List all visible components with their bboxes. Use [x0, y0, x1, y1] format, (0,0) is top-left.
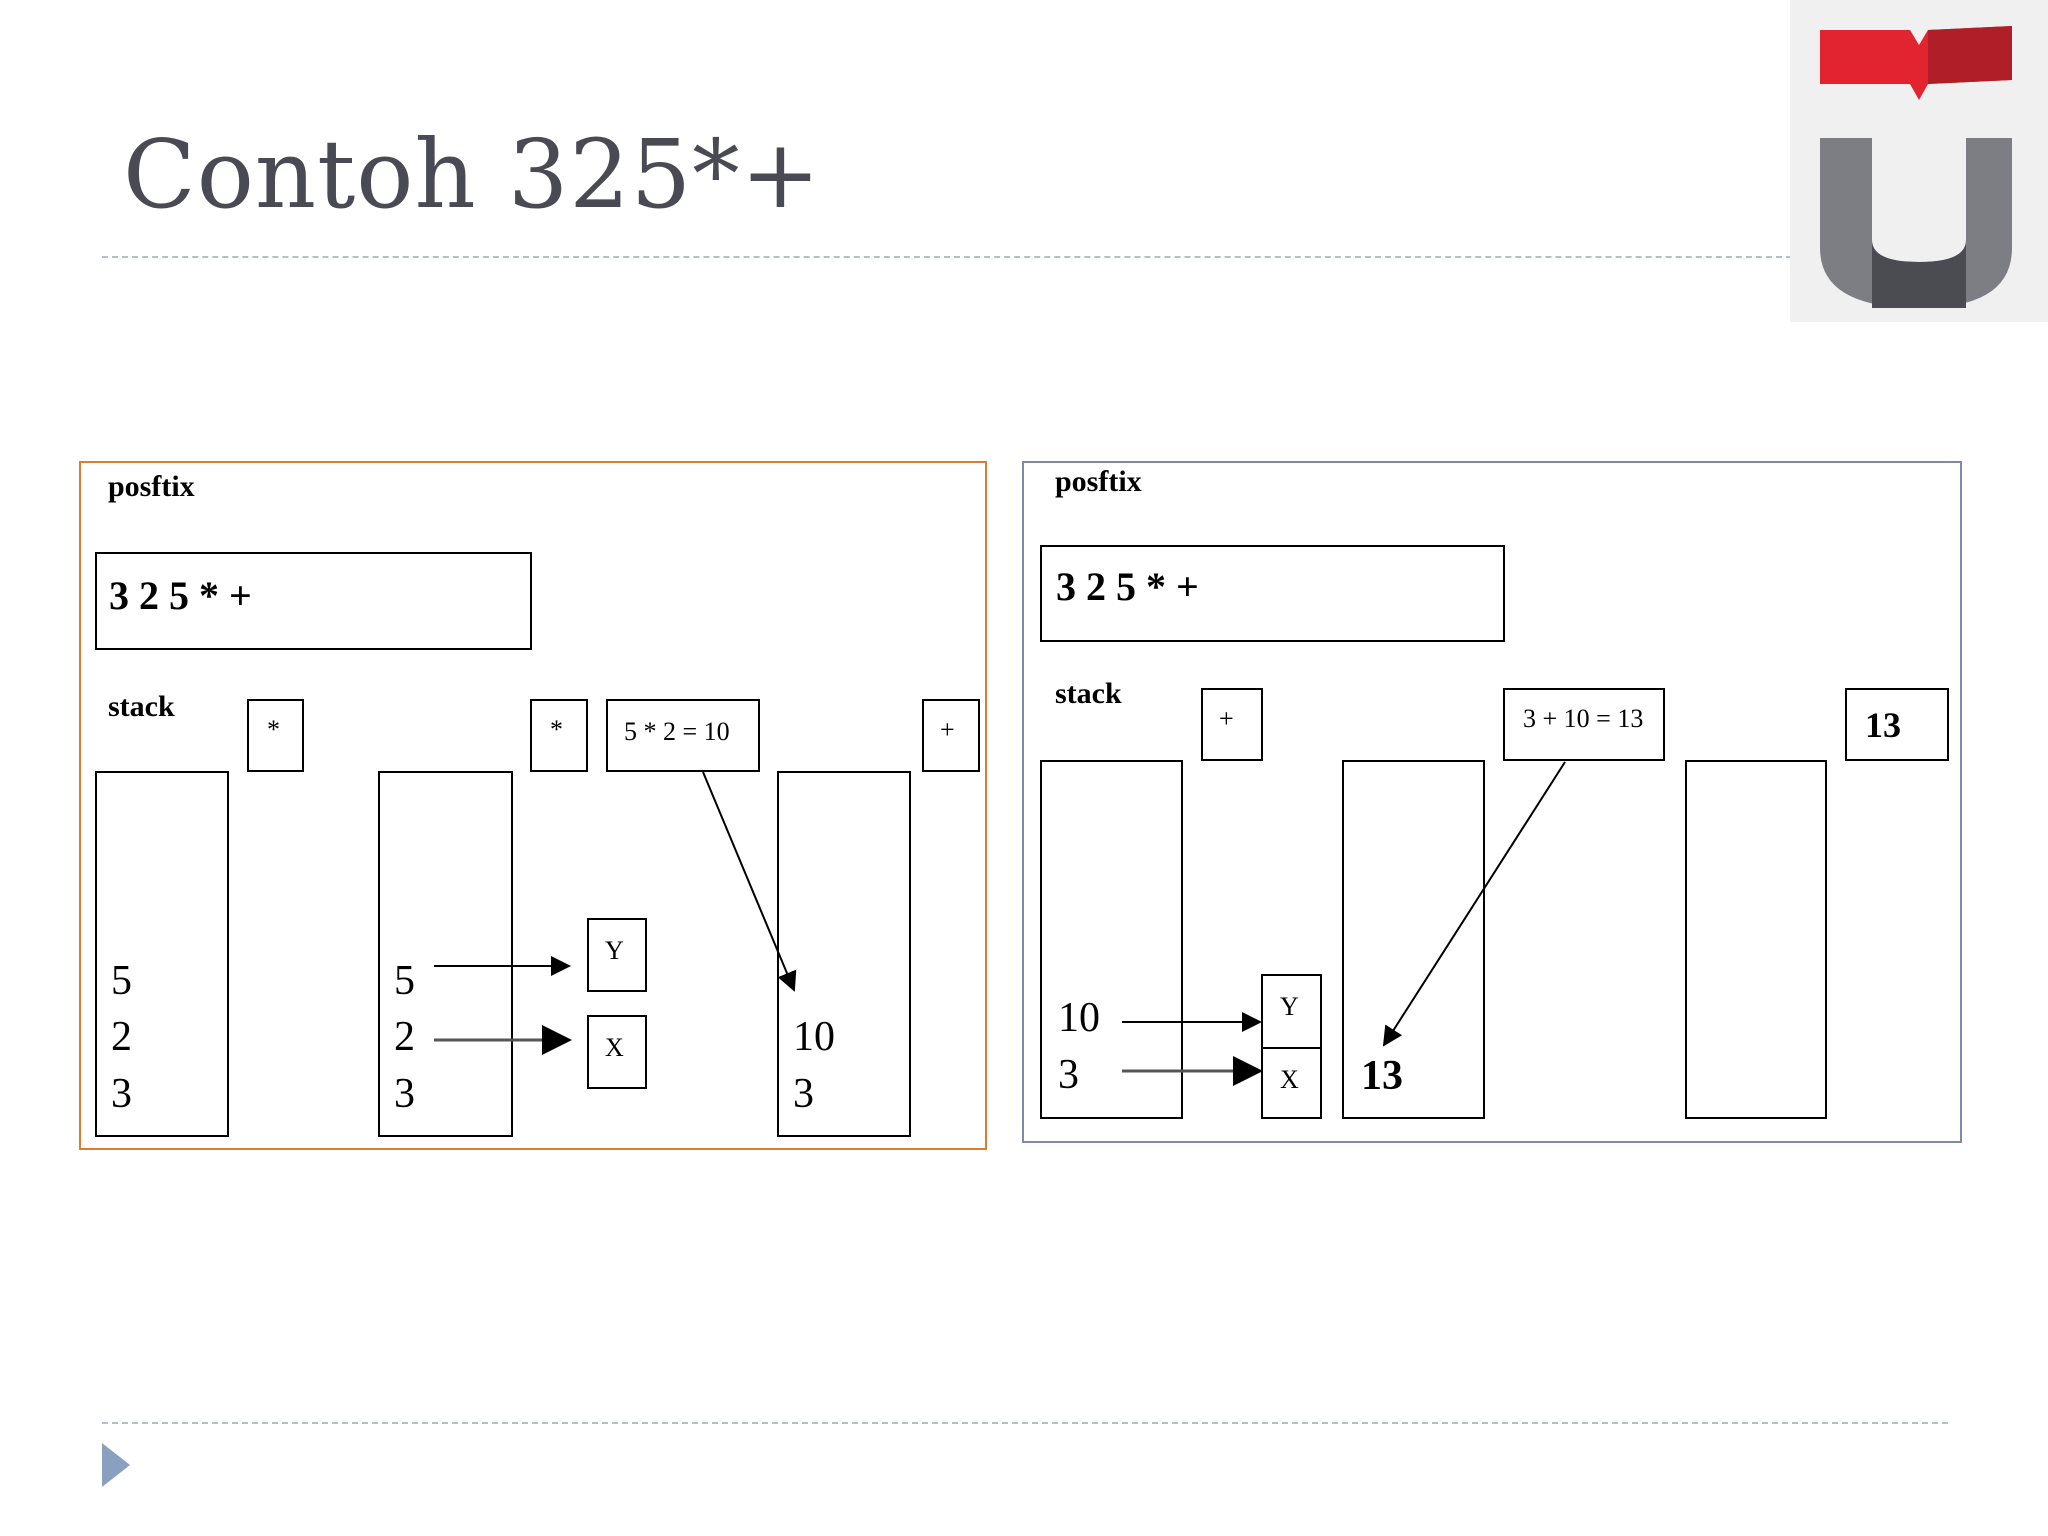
bullet-triangle-icon	[102, 1443, 130, 1487]
calculation-text: 5 * 2 = 10	[624, 717, 730, 746]
stack-value: 3	[793, 1071, 814, 1117]
y-operand-box: Y	[1261, 974, 1322, 1049]
stack-box: 10 3	[1040, 760, 1183, 1119]
stack-value: 10	[793, 1014, 835, 1060]
operator-text: +	[1219, 704, 1234, 733]
x-label: X	[1280, 1065, 1299, 1094]
calculation-box: 3 + 10 = 13	[1503, 688, 1665, 761]
panel-step-add	[1022, 461, 1962, 1143]
x-operand-box: X	[1261, 1047, 1322, 1119]
footer-divider	[102, 1422, 1948, 1424]
title-divider	[102, 256, 1792, 258]
expression-box: 3 2 5 * +	[95, 552, 532, 650]
operator-box: +	[922, 699, 980, 772]
operator-text: *	[550, 715, 563, 744]
stack-box	[1685, 760, 1827, 1119]
y-label: Y	[605, 936, 624, 965]
arrow-calc-result	[702, 771, 797, 992]
operator-text: *	[267, 715, 280, 744]
stack-value: 13	[1361, 1053, 1403, 1099]
operator-box: *	[247, 699, 304, 772]
stack-box: 5 2 3	[95, 771, 229, 1137]
stack-value: 5	[111, 958, 132, 1004]
calculation-text: 3 + 10 = 13	[1523, 704, 1644, 733]
panel-step-multiply	[79, 461, 987, 1150]
stack-box: 5 2 3	[378, 771, 513, 1137]
y-operand-box: Y	[587, 918, 647, 992]
stack-value: 2	[394, 1014, 415, 1060]
posfix-label: posftix	[1055, 465, 1142, 498]
university-logo	[1790, 0, 2048, 322]
stack-value: 5	[394, 958, 415, 1004]
slide-title: Contoh 325*+	[123, 120, 822, 230]
x-label: X	[605, 1033, 624, 1062]
stack-box: 10 3	[777, 771, 911, 1137]
operator-text: +	[940, 715, 955, 744]
x-operand-box: X	[587, 1015, 647, 1089]
stack-box: 13	[1342, 760, 1485, 1119]
stack-label: stack	[108, 690, 175, 723]
y-label: Y	[1280, 992, 1299, 1021]
operator-box: *	[530, 699, 588, 772]
stack-label: stack	[1055, 677, 1122, 710]
posfix-label: posftix	[108, 470, 195, 503]
stack-value: 3	[1058, 1052, 1079, 1098]
operator-box: +	[1201, 688, 1263, 761]
arrow-calc-result	[1382, 761, 1566, 1047]
stack-value: 3	[111, 1071, 132, 1117]
stack-value: 10	[1058, 995, 1100, 1041]
result-box: 13	[1845, 688, 1949, 761]
expression-box: 3 2 5 * +	[1040, 545, 1505, 642]
expression-text: 3 2 5 * +	[109, 573, 252, 618]
stack-value: 3	[394, 1071, 415, 1117]
calculation-box: 5 * 2 = 10	[606, 699, 760, 772]
expression-text: 3 2 5 * +	[1056, 564, 1199, 609]
stack-value: 2	[111, 1014, 132, 1060]
result-text: 13	[1865, 705, 1901, 745]
